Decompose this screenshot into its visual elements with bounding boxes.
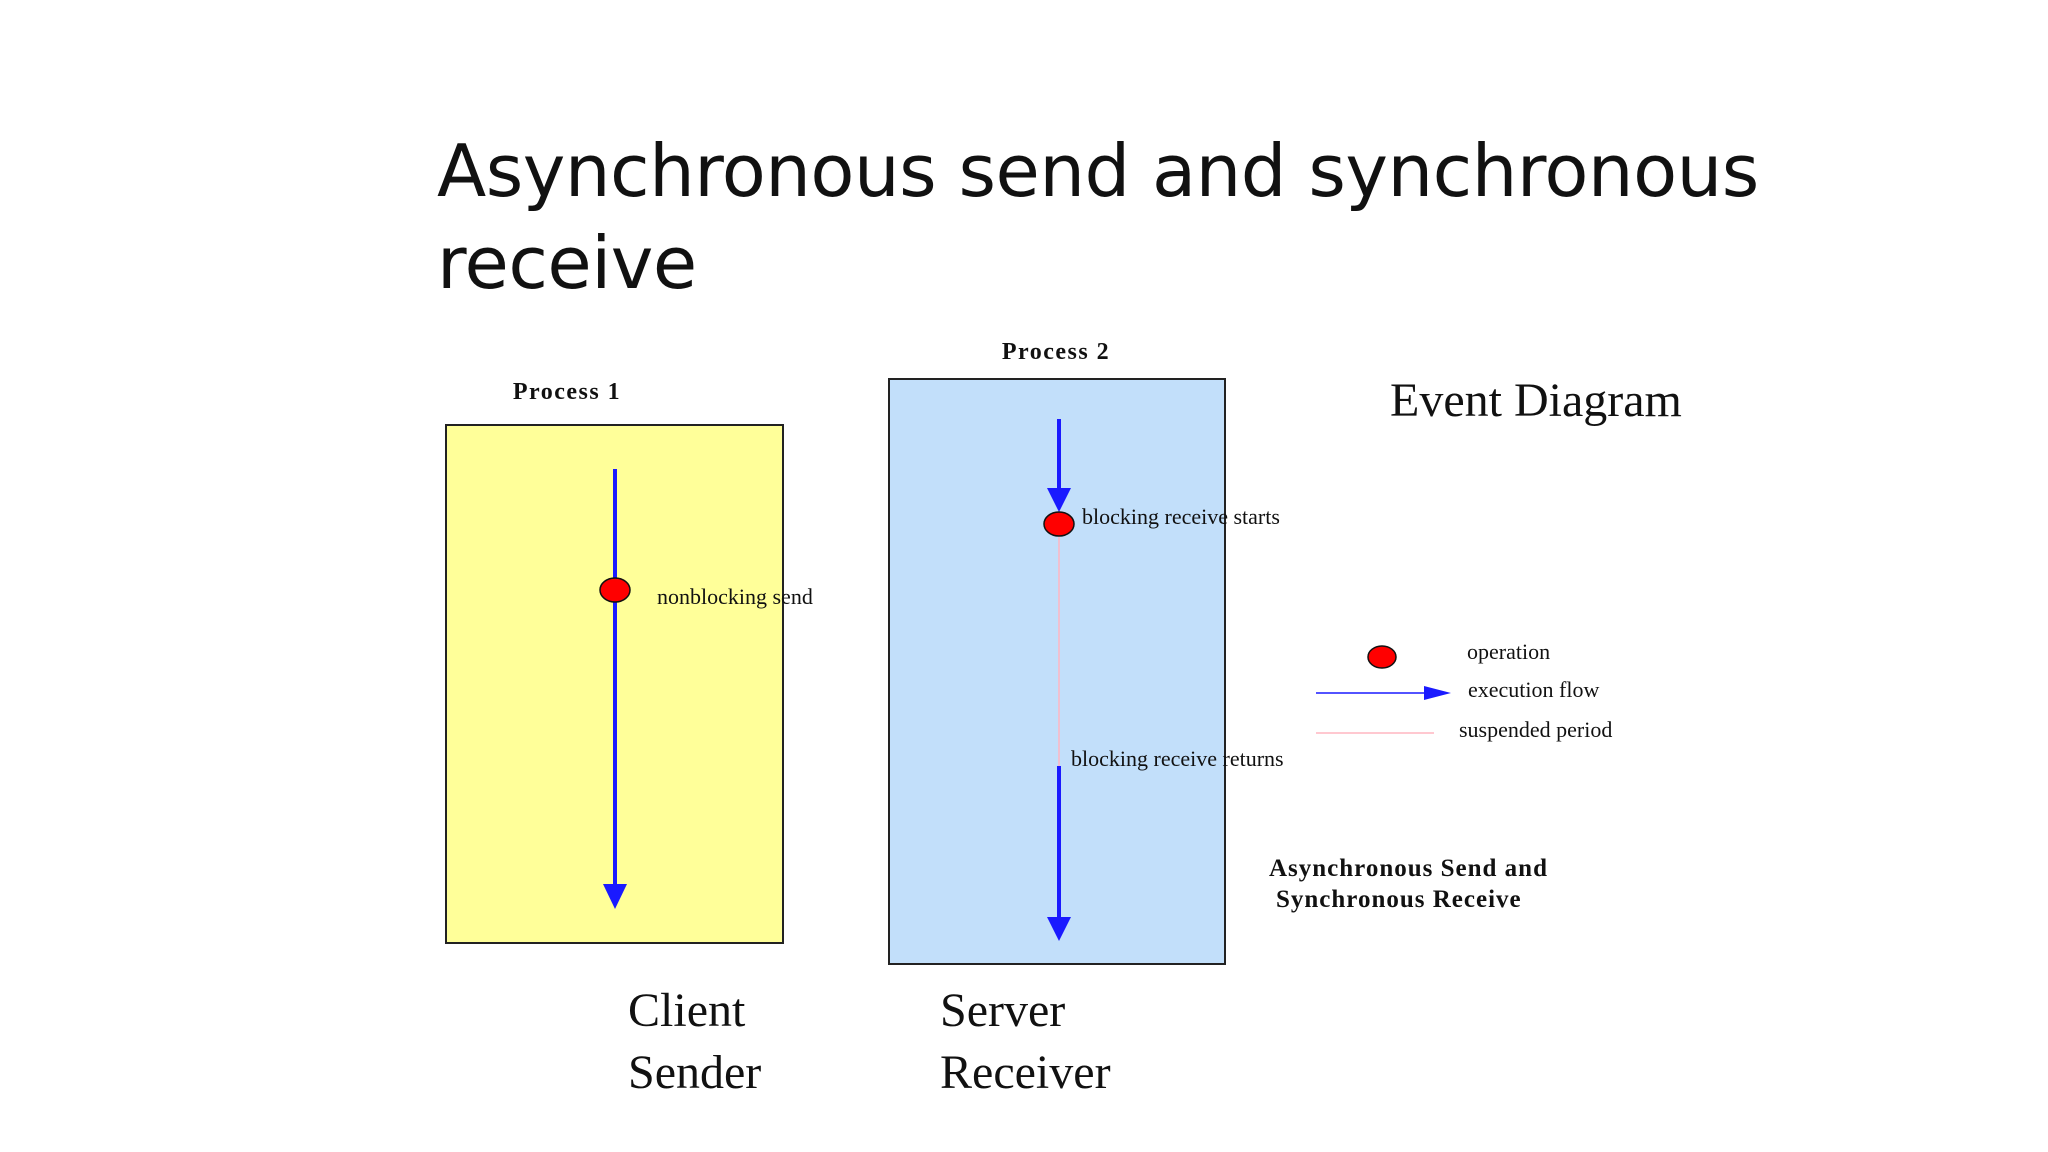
nonblocking-send-operation xyxy=(599,577,631,603)
process2-flow-arrowhead-top xyxy=(1047,488,1071,512)
nonblocking-send-label: nonblocking send xyxy=(657,584,813,609)
legend-execution-flow-label: execution flow xyxy=(1468,677,1599,702)
server-label: Server xyxy=(940,984,1065,1037)
diagram-caption-line1: Asynchronous Send and xyxy=(1269,855,1548,882)
receive-starts-label: blocking receive starts xyxy=(1082,504,1280,529)
slide-title-line1: Asynchronous send and synchronous xyxy=(437,129,1759,213)
process2-label: Process 2 xyxy=(1002,339,1110,365)
process1-flow-arrowhead xyxy=(603,884,627,909)
event-diagram-heading: Event Diagram xyxy=(1390,374,1682,427)
slide-title-line2: receive xyxy=(437,221,697,305)
slide-title: Asynchronous send and synchronous receiv… xyxy=(437,125,1837,309)
process2-flow-arrowhead-bottom xyxy=(1047,917,1071,941)
receiver-label: Receiver xyxy=(940,1046,1111,1099)
legend-suspended-period-label: suspended period xyxy=(1459,717,1612,742)
legend-execution-flow-arrowhead xyxy=(1424,686,1451,700)
legend-operation-label: operation xyxy=(1467,639,1550,664)
process1-label: Process 1 xyxy=(513,379,621,405)
receive-returns-label: blocking receive returns xyxy=(1071,746,1284,771)
sender-label: Sender xyxy=(628,1046,761,1099)
legend-operation-icon xyxy=(1367,645,1397,669)
diagram-caption-line2: Synchronous Receive xyxy=(1276,886,1522,913)
receive-starts-operation xyxy=(1043,511,1075,537)
client-label: Client xyxy=(628,984,746,1037)
